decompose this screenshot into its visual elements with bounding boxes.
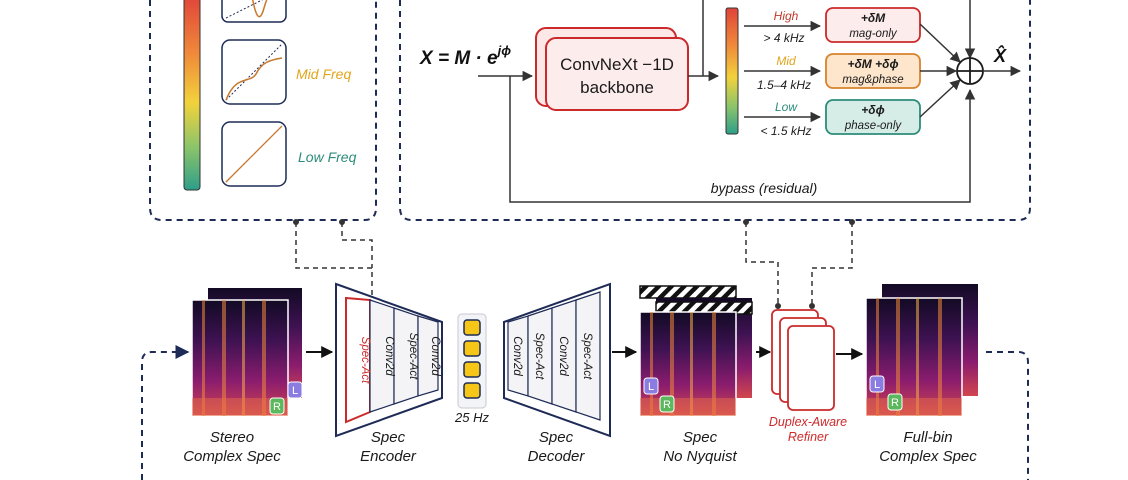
latent-token [463,382,481,399]
high-band-path: High > 4 kHz +δM mag-only [744,7,921,45]
decoder-caption-2: Decoder [528,448,586,465]
nonyq-badge-right-text: R [663,399,671,411]
full-badge-right [887,393,903,411]
low-band-desc: phase-only [844,120,903,132]
latent-tokens [457,313,487,409]
formula-exponent: jϕ [496,43,512,58]
decoder-layer-3: Conv2d [557,336,569,376]
spec-decoder: Conv2d Spec-Act Conv2d Spec-Act [503,282,611,438]
mid-band-path: Mid 1.5–4 kHz +δM +δϕ mag&phase [744,53,921,92]
full-badge-left-text: L [874,379,880,391]
spec-act-panel-border [149,0,377,221]
latent-token [463,340,481,357]
latent-token [463,319,481,336]
backbone-line1: ConvNeXt −1D [560,55,674,74]
encoder-caption-2: Encoder [360,448,417,465]
low-freq-label: Low Freq [298,149,357,165]
spec-encoder: Spec-Act Conv2d Spec-Act Conv2d [335,282,443,438]
nonyq-badge-left-text: L [648,381,654,393]
full-badge-right-text: R [891,397,899,409]
latent-rate: 25 Hz [454,410,489,425]
output-symbol: X̂ [993,45,1007,66]
band-split-bar [725,7,739,135]
badge-left-text: L [292,385,298,397]
encoder-layer-3: Spec-Act [407,333,419,380]
backbone-line2: backbone [580,78,654,97]
spec-no-nyquist: L R [639,285,753,417]
decoder-caption-1: Spec [539,429,574,446]
encoder-caption-1: Spec [371,429,406,446]
panel-link-connectors [295,222,853,306]
high-freq-curve-box [221,0,287,23]
stereo-caption-2: Complex Spec [183,448,281,465]
high-band-range: > 4 kHz [763,31,804,45]
convnext-backbone-block: ConvNeXt −1D backbone [535,27,689,111]
decoder-layer-2: Spec-Act [533,333,545,380]
low-freq-curve-box [221,121,287,187]
stereo-spec-front [191,299,289,417]
outer-loop-left [141,345,190,480]
mid-freq-label: Mid Freq [296,66,351,82]
refiner-panel-border [399,0,1031,221]
nyquist-hatch-back [639,285,737,299]
refiner-caption-1: Duplex-Aware [769,415,847,429]
nonyq-badge-left [643,377,659,395]
full-spec-front [865,297,963,417]
summation-node [956,57,984,85]
encoder-layer-1: Spec-Act [359,337,371,384]
refiner-detail-panel: X = M · ejϕ ConvNeXt −1D backbone High >… [399,0,1031,221]
formula-lhs: X = M · e [419,48,498,69]
badge-left [287,381,303,399]
latent-token [463,361,481,378]
spec-act-panel: Mid Freq Low Freq [149,0,377,221]
mid-freq-curve-box [221,39,287,105]
bypass-connector [509,76,976,203]
svg-text:X = M · ejϕ: X = M · ejϕ [419,43,511,69]
low-band-label: Low [775,100,798,114]
phase-magnitude-formula: X = M · ejϕ [419,43,511,69]
low-band-range: < 1.5 kHz [760,124,811,138]
mid-band-op: +δM +δϕ [847,57,898,71]
stereo-spec: L R [191,288,303,417]
full-caption-1: Full-bin [903,429,952,446]
outer-loop-right [986,351,1029,480]
mid-band-desc: mag&phase [842,74,903,86]
high-band-label: High [774,9,799,23]
full-bin-spec: L R [865,284,978,417]
decoder-layer-4: Spec-Act [581,333,593,380]
high-band-op: +δM [861,11,886,25]
mid-band-label: Mid [776,54,796,68]
low-band-path: Low < 1.5 kHz +δϕ phase-only [744,99,921,138]
refiner-caption-2: Refiner [788,430,829,444]
badge-right-text: R [273,401,281,413]
nonyq-badge-right [659,395,675,413]
full-caption-2: Complex Spec [879,448,977,465]
duplex-aware-refiner [771,309,835,411]
encoder-layer-4: Conv2d [429,336,441,376]
bypass-label: bypass (residual) [711,180,818,196]
frequency-gradient-bar [183,0,201,191]
low-band-op: +δϕ [861,103,884,117]
mid-band-range: 1.5–4 kHz [757,78,811,92]
nonyq-caption-2: No Nyquist [663,448,737,465]
decoder-layer-1: Conv2d [511,336,523,376]
nonyq-spec-front [639,311,737,417]
high-band-desc: mag-only [849,28,898,40]
full-badge-left [869,375,885,393]
encoder-layer-2: Conv2d [383,336,395,376]
nonyq-caption-1: Spec [683,429,718,446]
badge-right [269,397,285,415]
stereo-caption-1: Stereo [210,429,254,446]
